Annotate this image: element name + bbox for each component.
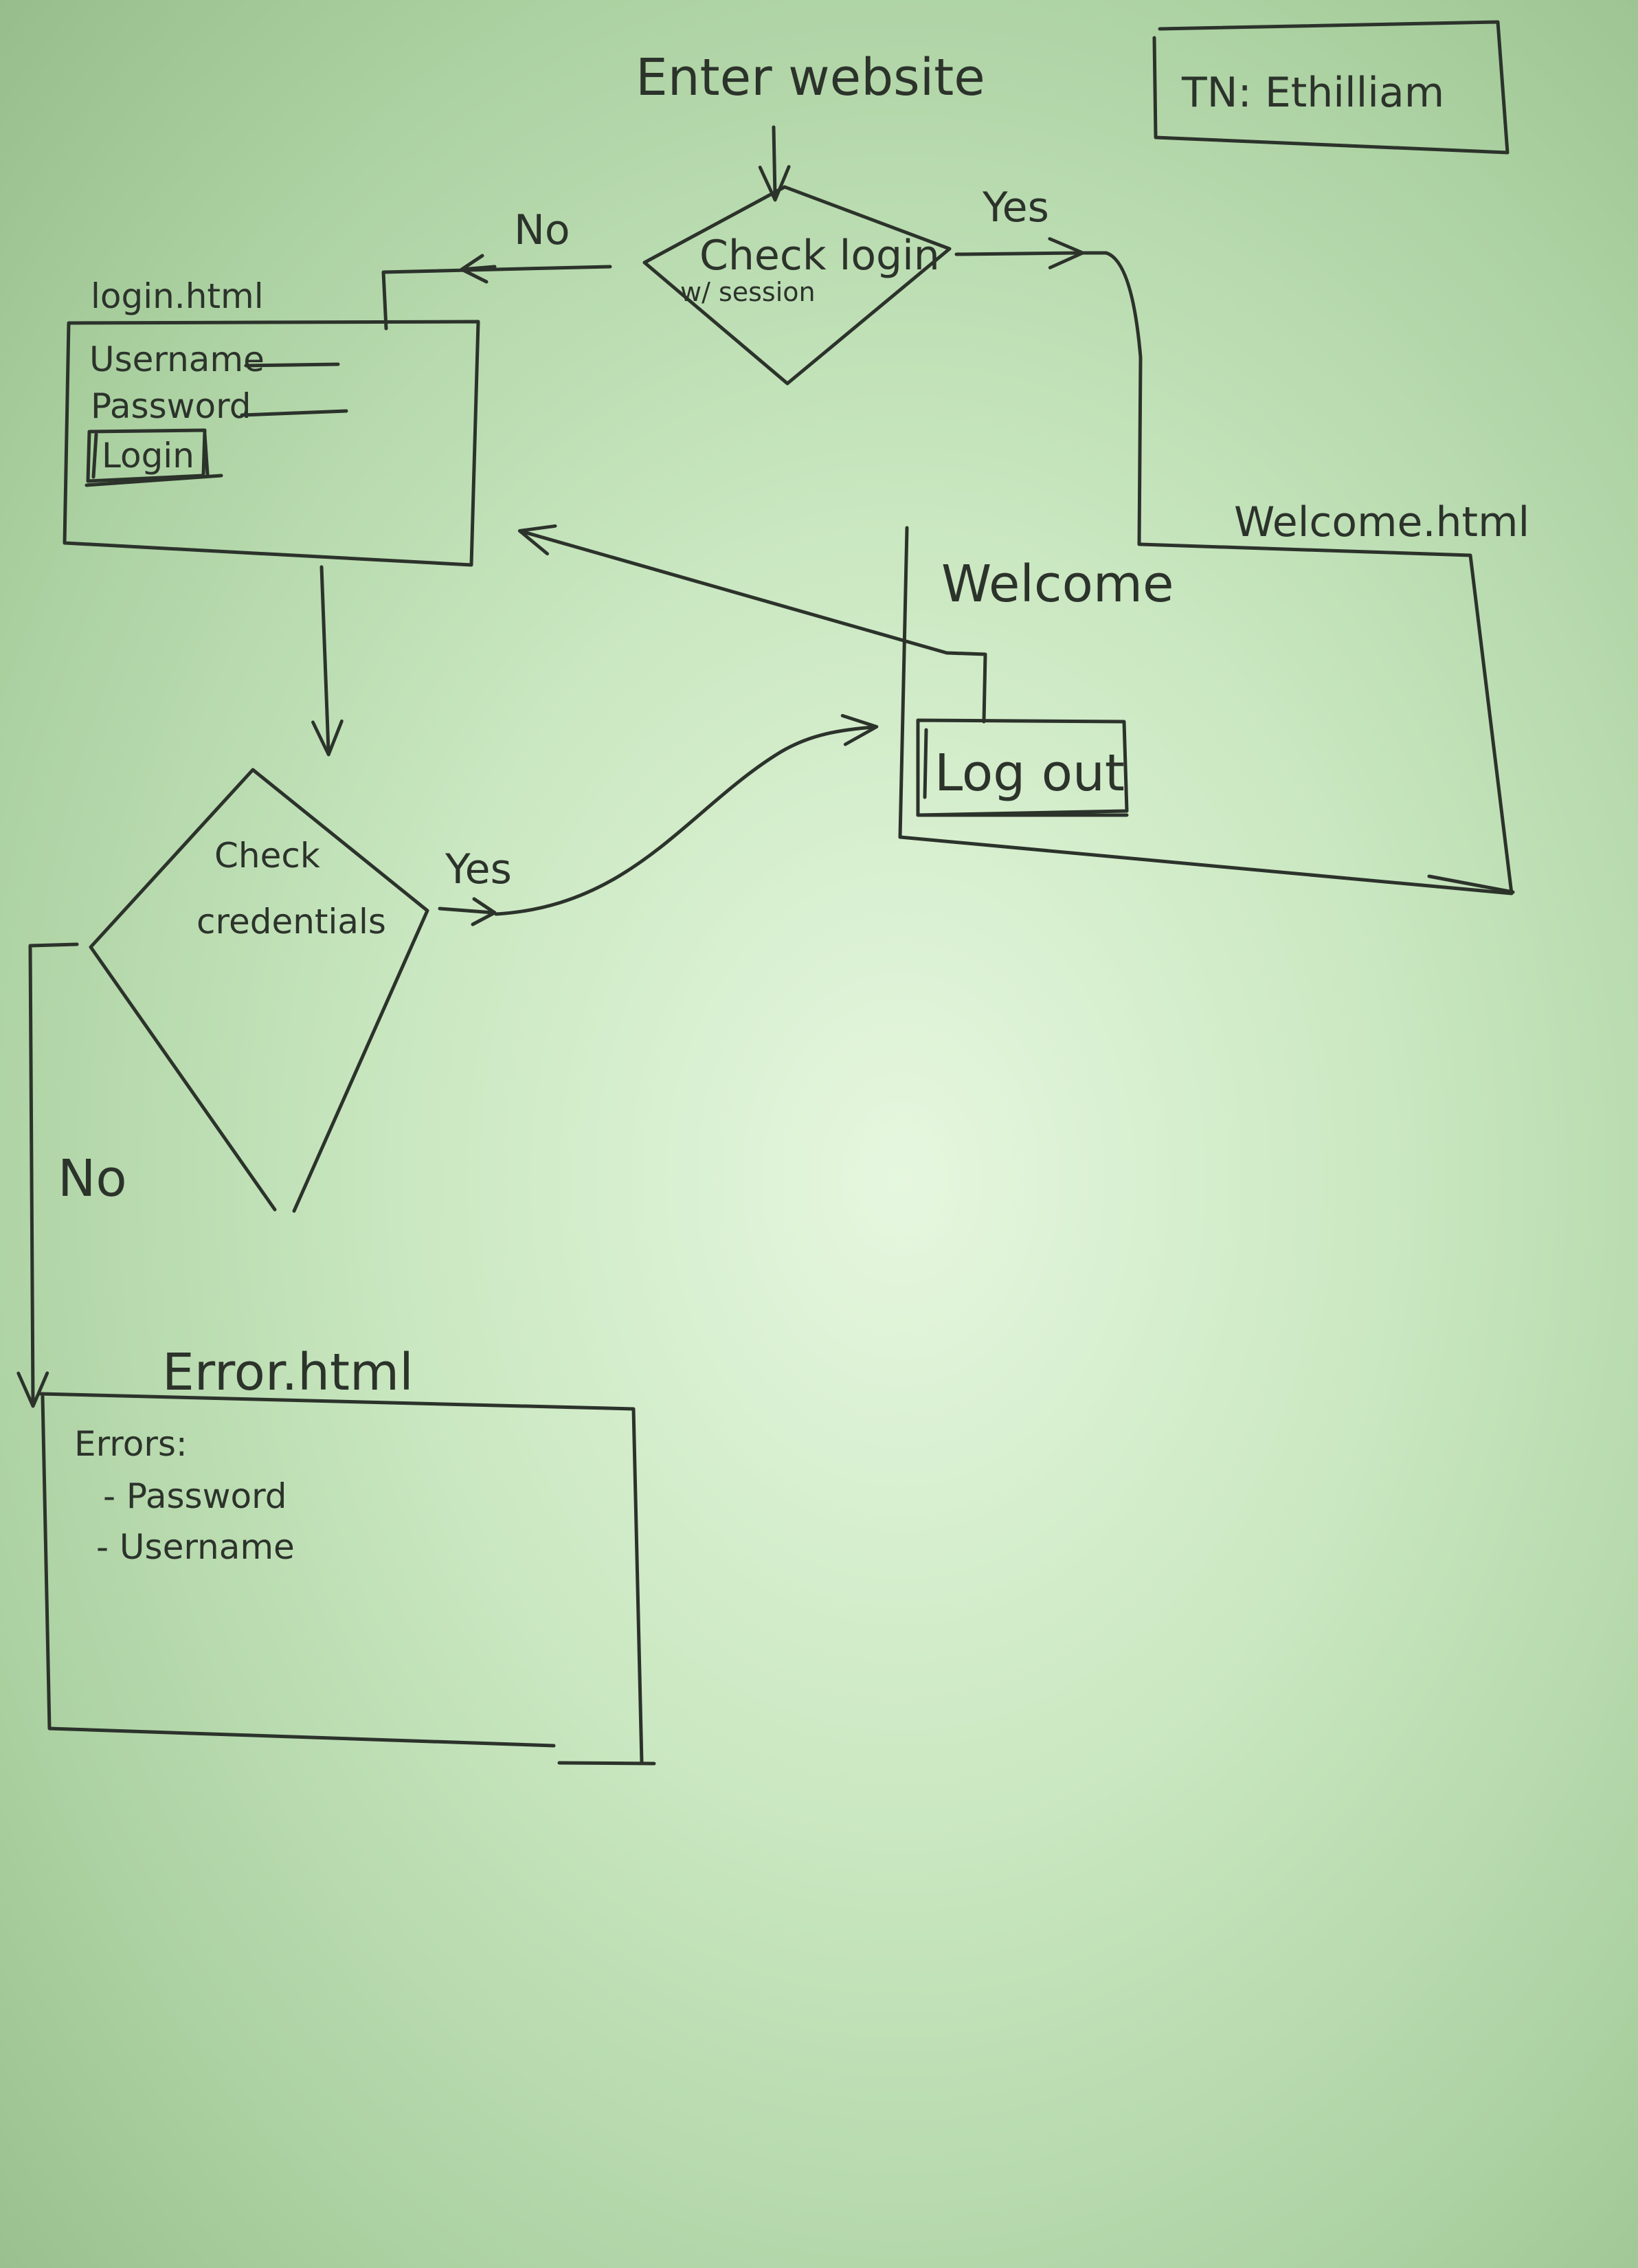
arrow-check-login-yes: [954, 237, 1085, 269]
error-page-title: Error.html: [162, 1343, 414, 1402]
check-credentials-no-label: No: [58, 1149, 127, 1208]
check-login-label: Check login: [699, 232, 940, 280]
login-page-box: login.html Username Password Login: [63, 276, 480, 567]
error-item-username: - Username: [96, 1527, 295, 1567]
logout-button-box: [916, 718, 1129, 817]
arrow-start-to-check-login: [758, 125, 791, 202]
error-item-password: - Password: [103, 1476, 287, 1516]
check-login-sublabel: w/ session: [680, 277, 816, 307]
welcome-page-box: Welcome.html Welcome Log out: [898, 498, 1529, 896]
check-login-yes-label: Yes: [982, 184, 1049, 232]
check-login-decision: Check login w/ session: [642, 185, 952, 386]
arrow-check-credentials-no: [16, 942, 79, 1408]
password-field-line: [240, 409, 348, 417]
check-credentials-yes-label: Yes: [445, 845, 512, 893]
arrow-check-credentials-yes: [494, 713, 879, 916]
check-credentials-decision: Check credentials: [89, 768, 429, 1213]
password-field-label: Password: [91, 386, 251, 426]
login-page-title: login.html: [91, 276, 264, 316]
username-field-line: [244, 362, 340, 368]
start-label: Enter website: [636, 48, 985, 107]
tag-box: TN: Ethilliam: [1152, 20, 1510, 155]
username-field-label: Username: [89, 340, 265, 379]
check-credentials-line1: Check: [214, 836, 320, 876]
check-credentials-line2: credentials: [197, 902, 386, 942]
error-page-box: Error.html Errors: - Password - Username: [38, 1343, 656, 1766]
arrow-logout-to-login: [517, 524, 987, 724]
arrow-check-login-no: [381, 265, 612, 331]
logout-button-label: Log out: [934, 744, 1125, 803]
welcome-heading: Welcome: [941, 555, 1174, 614]
login-button-label: Login: [102, 436, 194, 476]
check-login-no-label: No: [514, 206, 570, 254]
error-heading: Errors:: [74, 1424, 188, 1464]
welcome-page-title: Welcome.html: [1234, 498, 1529, 546]
arrow-login-to-check-credentials: [311, 565, 344, 757]
tag-label: TN: Ethilliam: [1181, 69, 1444, 117]
